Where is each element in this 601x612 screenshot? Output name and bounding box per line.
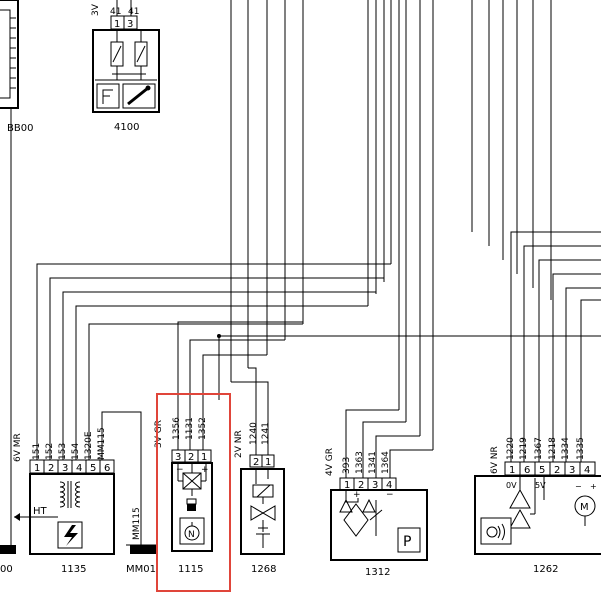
pin-1312-3: 3 xyxy=(372,480,378,491)
component-1312[interactable]: 4V GR 393 1363 1341 1364 1 2 3 4 + − P 1… xyxy=(325,448,428,578)
ground-mm01-label: MM01 xyxy=(126,564,156,575)
wire-1135-2: 152 xyxy=(45,443,55,460)
connector-4100-label: 3V xyxy=(91,3,101,16)
wire-1262-6: 1335 xyxy=(576,437,586,460)
highlight-box xyxy=(156,393,231,592)
wire-1262-2: 1219 xyxy=(519,437,529,460)
svg-text:M: M xyxy=(580,502,589,513)
pin-1312-2: 2 xyxy=(358,480,364,491)
pin-1262-2: 2 xyxy=(554,465,560,476)
component-1262-label: 1262 xyxy=(533,564,558,575)
pin-1135-3: 3 xyxy=(62,463,68,474)
svg-text:+: + xyxy=(590,482,597,491)
pin-4100-1: 1 xyxy=(114,19,120,30)
pin-1262-4: 4 xyxy=(584,465,590,476)
wire-1312-2: 1363 xyxy=(355,451,365,474)
wires-1135 xyxy=(36,263,391,545)
component-1268[interactable]: 2V NR 1240 1241 2 1 1268 xyxy=(234,422,285,575)
wire-1135-3: 153 xyxy=(58,443,68,460)
pin-1135-5: 5 xyxy=(90,463,96,474)
component-4100[interactable]: 3V 1 3 41 41 4100 xyxy=(91,0,160,133)
svg-text:−: − xyxy=(386,490,394,500)
svg-text:−: − xyxy=(575,482,582,491)
wire-1262-3: 1367 xyxy=(534,437,544,460)
pin-1115-2: 2 xyxy=(188,452,194,463)
wire-1262-4: 1218 xyxy=(548,437,558,460)
wire-1135-4: 154 xyxy=(71,443,81,460)
connector-1312-label: 4V GR xyxy=(325,448,335,476)
connector-1135-label: 6V MR xyxy=(13,433,23,462)
component-1135-label: 1135 xyxy=(61,564,86,575)
ground-mm01[interactable]: MM115 MM01 xyxy=(126,507,156,575)
pin-1262-6: 6 xyxy=(524,465,530,476)
svg-text:N: N xyxy=(188,530,195,540)
wire-bundle xyxy=(230,0,552,450)
pin-1135-1: 1 xyxy=(34,463,40,474)
pin-1268-1: 1 xyxy=(265,457,271,468)
connector-1115-label: 3V GR xyxy=(154,420,164,448)
pin-1268-2: 2 xyxy=(253,457,259,468)
pin-1312-1: 1 xyxy=(344,480,350,491)
component-1115[interactable]: 3V GR 1356 1131 1352 3 2 1 − + N 1115 xyxy=(154,417,213,575)
component-1135[interactable]: 6V MR 151 152 153 154 1320E MM115 1 2 3 … xyxy=(13,427,115,575)
wire-1115-b: 1131 xyxy=(185,417,195,440)
svg-text:−: − xyxy=(176,465,184,475)
pin-1115-3: 3 xyxy=(175,452,181,463)
park-symbol: P xyxy=(403,534,411,550)
component-1262[interactable]: 6V NR 1220 1219 1367 1218 1334 1335 1 6 … xyxy=(474,437,601,575)
pin-1262-3: 3 xyxy=(569,465,575,476)
wire-1268-b: 1241 xyxy=(261,422,271,445)
wire-4100-a: 41 xyxy=(110,7,121,17)
left-ground: 00 xyxy=(0,545,16,575)
wire-4100-b: 41 xyxy=(128,7,139,17)
wire-1135-6: MM115 xyxy=(97,427,107,460)
pin-1312-4: 4 xyxy=(386,480,392,491)
bb00-component[interactable]: BB00 xyxy=(0,0,33,545)
pin-1135-6: 6 xyxy=(104,463,110,474)
svg-text:+: + xyxy=(201,465,209,475)
connector-1268-label: 2V NR xyxy=(234,430,244,458)
pin-4100-3: 3 xyxy=(127,19,133,30)
pin-1262-1: 1 xyxy=(509,465,515,476)
wire-1115-c: 1352 xyxy=(198,417,208,440)
wire-1312-1: 393 xyxy=(342,457,352,474)
wire-1312-3: 1341 xyxy=(368,451,378,474)
pin-1262-5: 5 xyxy=(539,465,545,476)
wire-1135-1: 151 xyxy=(32,443,42,460)
pin-1135-2: 2 xyxy=(48,463,54,474)
wire-1262-5: 1334 xyxy=(561,437,571,460)
component-4100-label: 4100 xyxy=(114,122,139,133)
wire-1115-a: 1356 xyxy=(172,417,182,440)
component-1115-label: 1115 xyxy=(178,564,203,575)
wire-1268-a: 1240 xyxy=(249,422,259,445)
wire-mm115-label: MM115 xyxy=(132,507,142,540)
mark-5v: 5V xyxy=(535,481,546,490)
component-1268-label: 1268 xyxy=(251,564,276,575)
ht-label: HT xyxy=(33,506,48,517)
wire-1262-1: 1220 xyxy=(506,437,516,460)
pin-1135-4: 4 xyxy=(76,463,82,474)
component-1312-label: 1312 xyxy=(365,567,390,578)
wire-1135-5: 1320E xyxy=(84,431,94,460)
wire-1312-4: 1364 xyxy=(381,451,391,474)
bb00-label: BB00 xyxy=(7,123,33,134)
mark-0v: 0V xyxy=(506,481,517,490)
pin-1115-1: 1 xyxy=(201,452,207,463)
svg-text:+: + xyxy=(353,490,361,500)
left-ground-label: 00 xyxy=(0,564,13,575)
connector-1262-label: 6V NR xyxy=(490,446,500,474)
